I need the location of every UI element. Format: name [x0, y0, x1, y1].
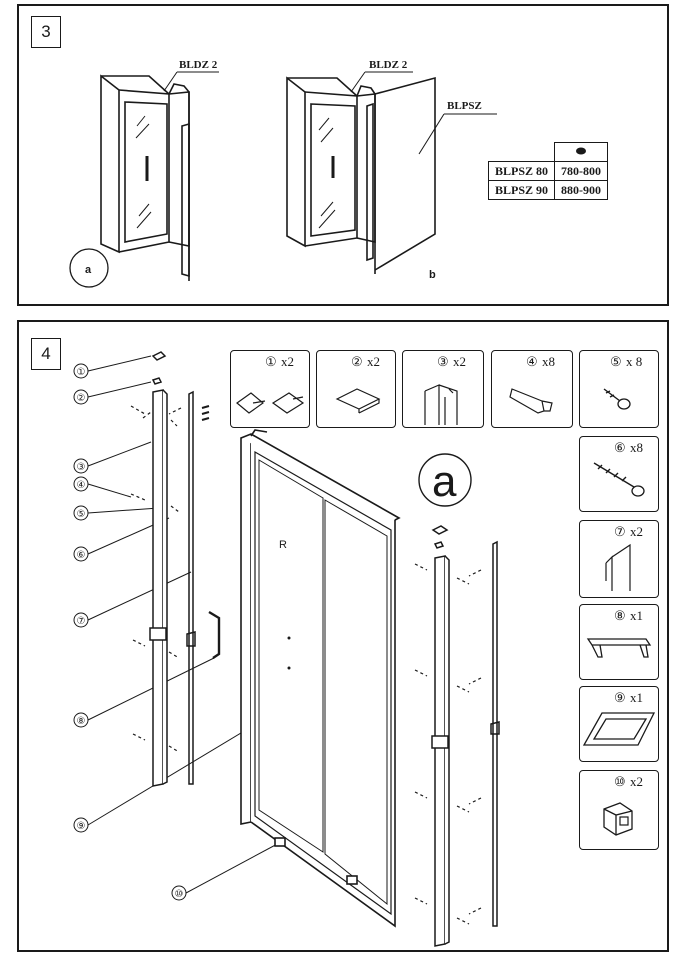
exploded-assembly-drawing: ① ② ③ ④ ⑤ ⑥ ⑦ ⑧ ⑨ ⑩	[73, 351, 500, 947]
part-quantity: x8	[542, 354, 555, 369]
part-number: ⑥	[614, 440, 626, 455]
part-tile-1: ① x2	[230, 350, 310, 428]
step-number-badge: 4	[31, 338, 61, 370]
callout-6: ⑥	[77, 550, 86, 561]
table-row: BLPSZ 90 880-900	[487, 180, 609, 200]
table-row: BLPSZ 80 780-800	[487, 161, 609, 181]
part-quantity: x2	[453, 354, 466, 369]
part-tile-7: ⑦ x2	[579, 520, 659, 598]
callout-2: ②	[77, 393, 86, 404]
part-tile-3: ③ x2	[402, 350, 484, 428]
callout-10: ⑩	[175, 889, 184, 900]
variant-a-circle	[69, 248, 109, 288]
short-screw-icon: ⑤ x 8	[603, 354, 642, 410]
step-number-badge: 3	[31, 16, 61, 48]
part-number: ⑦	[614, 524, 626, 539]
right-screws	[414, 563, 482, 925]
part-tile-8: ⑧ x1	[579, 604, 659, 680]
part-tile-6: ⑥ x8	[579, 436, 659, 512]
step-3-panel: 3 BLDZ 2 a	[17, 4, 669, 306]
model-cell: BLPSZ 90	[487, 180, 556, 200]
handle-part	[208, 610, 221, 659]
blpsz-label: BLPSZ	[447, 100, 482, 112]
left-wall-profile	[149, 351, 168, 787]
variant-a-label: a	[432, 457, 457, 506]
range-cell: 780-800	[554, 161, 609, 181]
left-screws	[130, 405, 182, 753]
part-quantity: x 8	[626, 354, 642, 369]
callout-4: ④	[77, 480, 86, 491]
part-tile-2: ② x2	[316, 350, 396, 428]
part-quantity: x1	[630, 608, 643, 623]
variant-b-label: b	[429, 269, 436, 281]
callout-3: ③	[77, 462, 86, 473]
part-tile-9: ⑨ x1	[579, 686, 659, 762]
part-tile-5: ⑤ x 8	[579, 350, 659, 428]
left-seal-strip	[186, 390, 210, 785]
callout-8: ⑧	[77, 716, 86, 727]
callout-1: ①	[77, 367, 86, 378]
variant-a-label: a	[85, 264, 92, 276]
step-3-illustration: BLDZ 2 a BLDZ 2 BLPSZ b	[69, 59, 497, 288]
door-variant-b-drawing	[286, 76, 436, 274]
part-number: ⑨	[614, 690, 626, 705]
door-variant-a-drawing	[100, 74, 190, 281]
callout-5: ⑤	[77, 509, 86, 520]
cap-cover-icon: ② x2	[335, 354, 381, 414]
part-quantity: x2	[281, 354, 294, 369]
stopper-block-icon: ⑩ x2	[603, 774, 643, 836]
part-quantity: x2	[630, 774, 643, 789]
callout-9: ⑨	[77, 821, 86, 832]
part-quantity: x8	[630, 440, 643, 455]
part-number: ③	[437, 354, 449, 369]
step-4-panel: 4 ① ② ③ ④ ⑤ ⑥ ⑦ ⑧ ⑨ ⑩	[17, 320, 669, 952]
model-cell: BLPSZ 80	[487, 161, 556, 181]
handle-icon: ⑧ x1	[586, 608, 652, 658]
part-number: ②	[351, 354, 363, 369]
callout-7: ⑦	[77, 616, 86, 627]
part-number: ④	[526, 354, 538, 369]
part-number: ⑩	[614, 774, 626, 789]
right-seal-strip	[490, 540, 500, 927]
bldz-label-b: BLDZ 2	[369, 59, 408, 71]
part-quantity: x2	[367, 354, 380, 369]
size-table: BLPSZ 80 780-800 BLPSZ 90 880-900	[487, 142, 609, 200]
wall-plug-icon: ④ x8	[509, 354, 555, 414]
part-tile-10: ⑩ x2	[579, 770, 659, 850]
glass-panel-icon: ⑨ x1	[582, 690, 656, 746]
part-quantity: x2	[630, 524, 643, 539]
door-panel	[240, 429, 401, 928]
right-wall-profile	[431, 525, 450, 947]
door-side-label: R	[279, 539, 287, 551]
cap-plates-icon: ① x2	[236, 354, 305, 414]
dimension-header	[554, 142, 609, 162]
long-screw-icon: ⑥ x8	[593, 440, 645, 497]
part-number: ⑤	[610, 354, 622, 369]
variant-a-circle	[418, 453, 472, 507]
dot-icon	[576, 147, 587, 154]
part-number: ⑧	[614, 608, 626, 623]
part-quantity: x1	[630, 690, 643, 705]
bldz-label-a: BLDZ 2	[179, 59, 218, 71]
seal-strip-icon: ⑦ x2	[605, 524, 643, 591]
part-number: ①	[265, 354, 277, 369]
part-tile-4: ④ x8	[491, 350, 573, 428]
range-cell: 880-900	[554, 180, 609, 200]
wall-profile-icon: ③ x2	[424, 354, 466, 425]
